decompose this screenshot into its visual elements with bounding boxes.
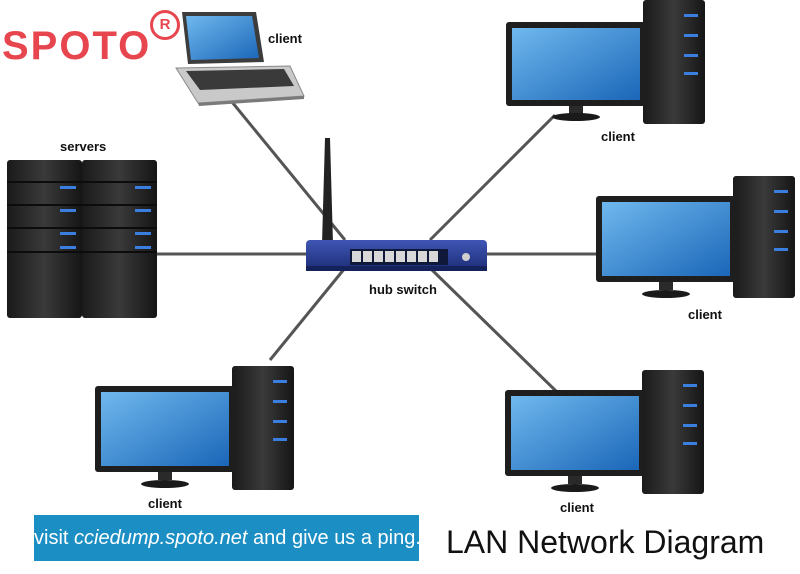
client-computer-top-right-icon [506,0,705,124]
laptop-icon [175,12,305,106]
label-client-top-right: client [601,129,635,144]
client-computer-bottom-right-icon [505,370,704,494]
cable-client-bottom-right [428,266,559,394]
label-servers: servers [60,139,107,154]
label-client-bottom-left: client [148,496,182,511]
hub-switch-icon [306,138,487,271]
label-hub-switch: hub switch [369,282,437,297]
client-computer-right-icon [596,176,795,298]
label-client-bottom-right: client [560,500,594,515]
banner-prefix: visit [34,527,69,549]
diagram-title: LAN Network Diagram [446,524,765,560]
servers-icon [7,160,157,318]
spoto-logo: SPOTO [2,24,152,68]
cable-client-bottom-left [268,267,347,361]
label-client-right: client [688,307,722,322]
banner-url[interactable]: cciedump.spoto.net [74,527,248,549]
registered-mark: R [150,10,180,40]
banner-suffix: and give us a ping. [253,527,421,549]
promo-banner[interactable]: visit cciedump.spoto.net and give us a p… [34,515,421,561]
client-computer-bottom-left-icon [95,366,294,490]
label-laptop-client: client [268,31,302,46]
cable-client-top-right [428,113,557,242]
